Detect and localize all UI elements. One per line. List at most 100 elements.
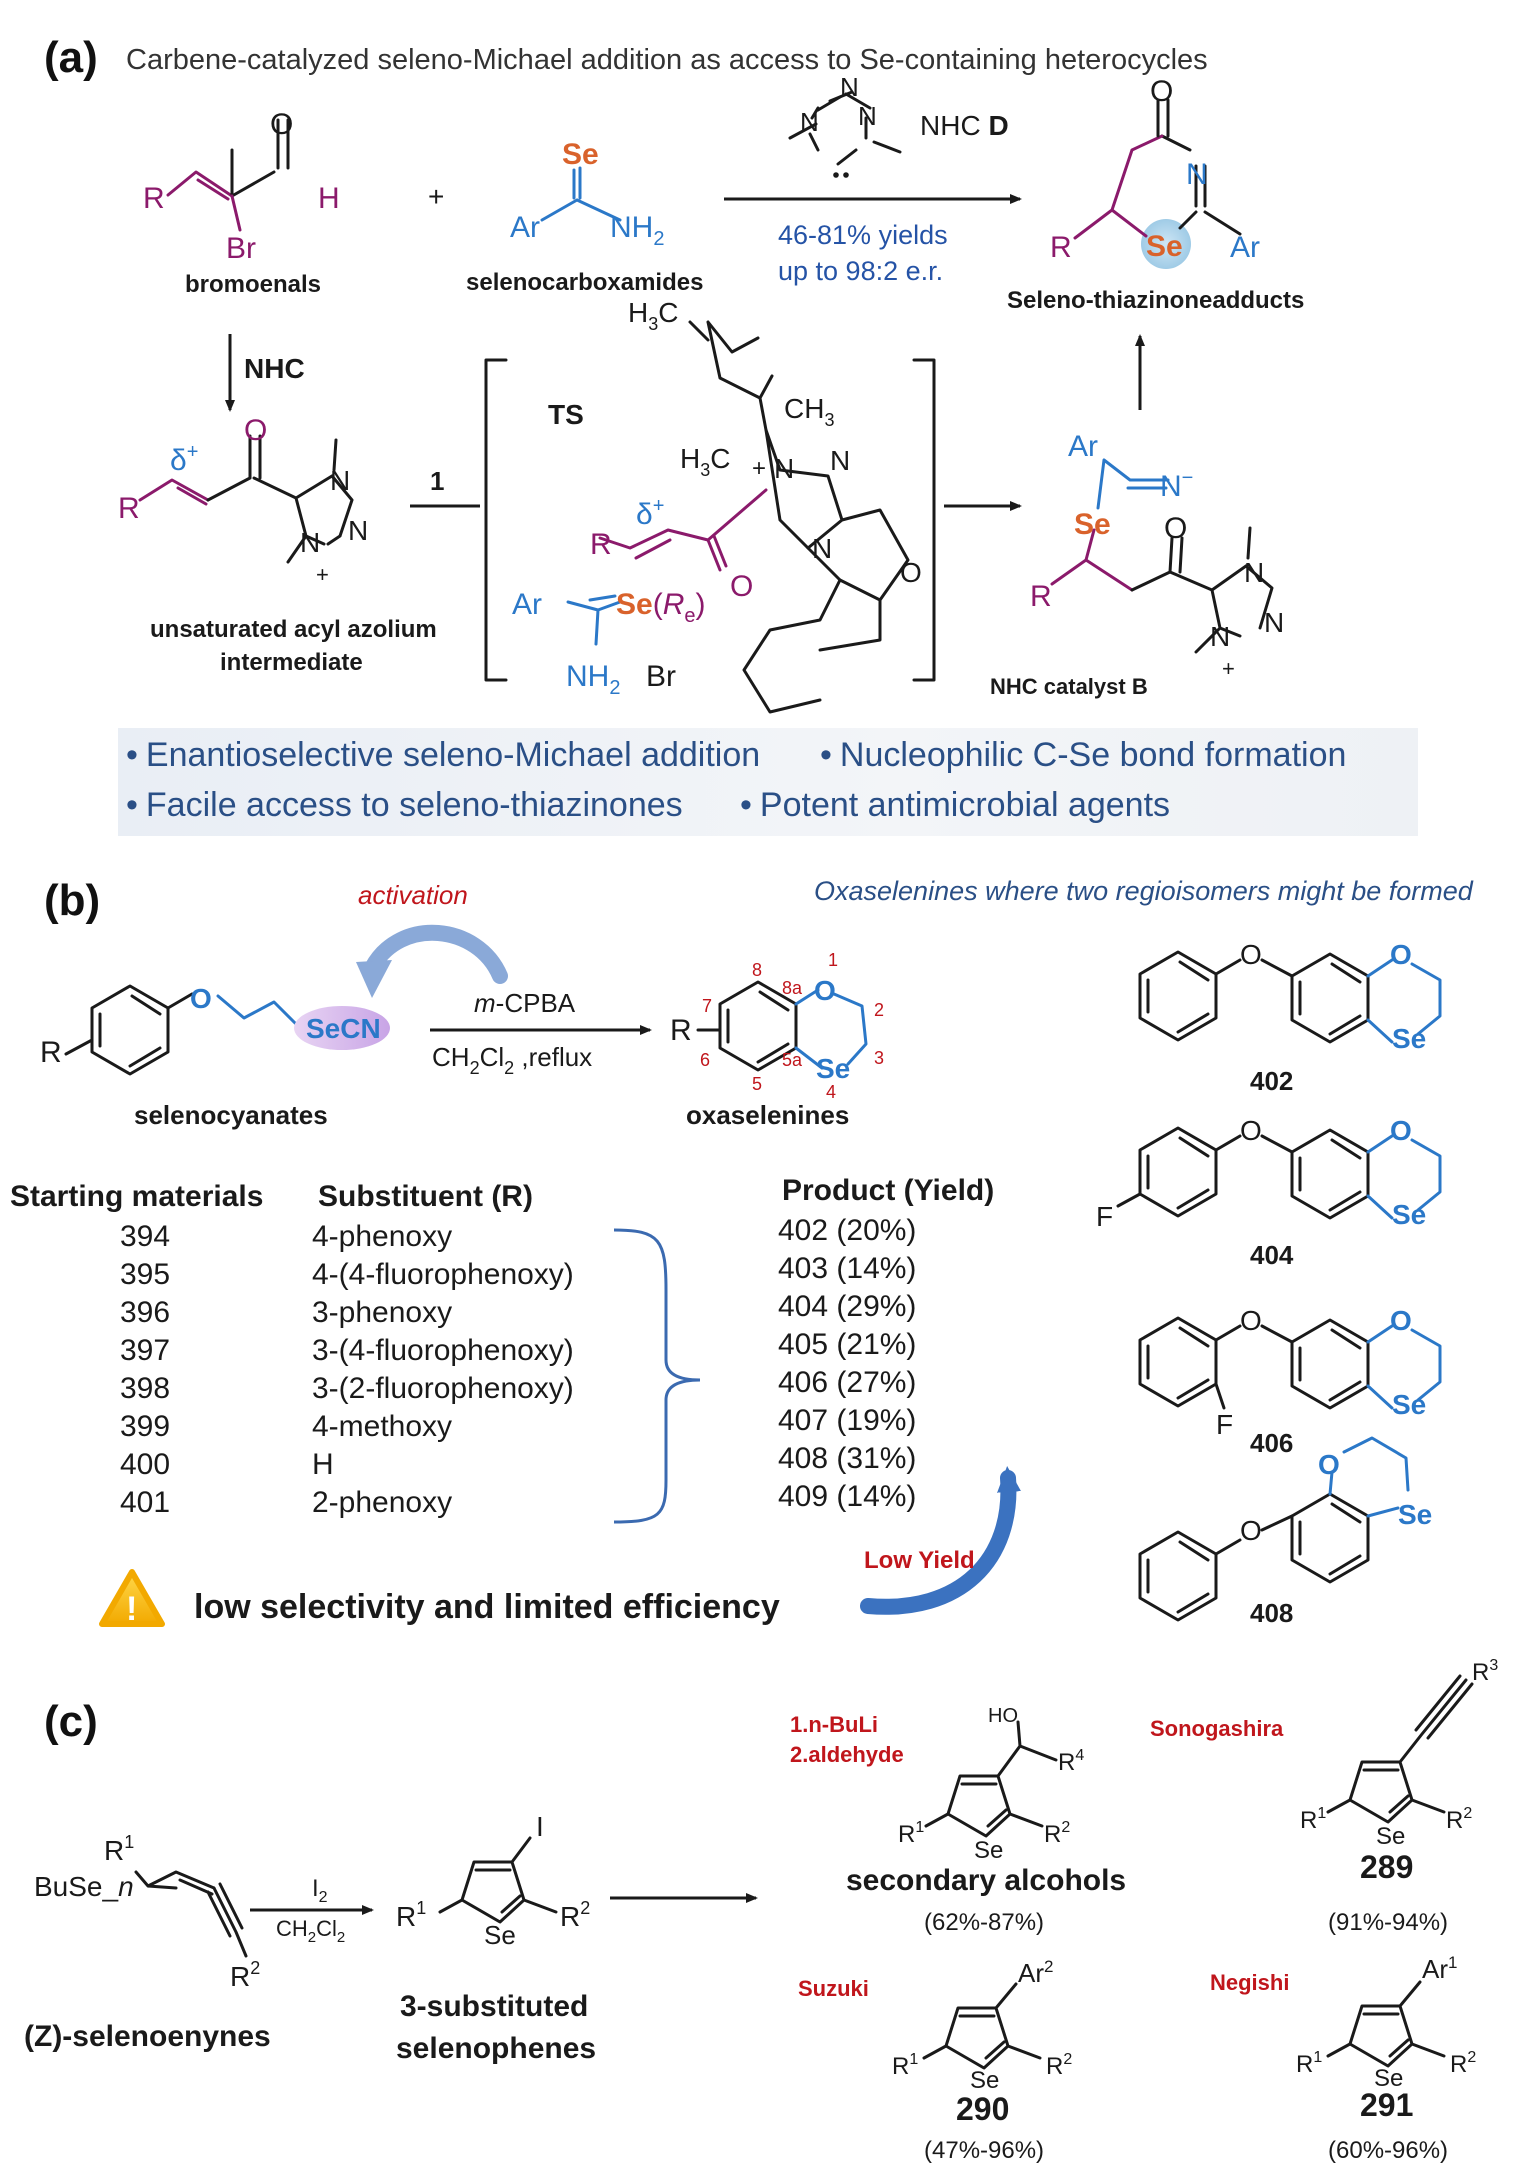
s402-se: Se [1392,1023,1426,1054]
secondary-alcohols-name: secondary alcohols [846,1864,1126,1897]
table-cell-substituent: 3-(4-fluorophenoxy) [312,1334,574,1367]
secondary-alcohols-yield: (62%-87%) [924,1909,1044,1936]
selenophenes-name-1: 3-substituted [400,1990,588,2023]
s406-se: Se [1392,1389,1426,1420]
selenoenynes-name: (Z)-selenoenynes [24,2020,271,2053]
azolium-n1: N [330,465,350,496]
ts-r-label: R [590,528,612,561]
table-cell-substituent: H [312,1448,334,1481]
table-cell-substituent: 4-(4-fluorophenoxy) [312,1258,574,1291]
oxaselenine-o: O [814,975,836,1006]
s402-o-ether: O [1240,939,1262,970]
alcohol-r2: R2 [1044,1819,1070,1848]
sonogashira-r1: R1 [1300,1805,1326,1834]
secondary-alcohol-structure: 1.n-BuLi 2.aldehyde HO R4 R1 Se R2 secon… [790,1705,1126,1936]
table-cell-substituent: 3-phenoxy [312,1296,452,1329]
negishi-291-structure: Negishi Ar1 R1 Se R2 291 (60%-96%) [1210,1953,1476,2164]
seleno-adduct-structure: Ar N− Se O R N N N + NHC catalyst B [990,430,1284,699]
selenocarboxamides-name: selenocarboxamides [466,269,703,296]
adduct-n1: N [1244,557,1264,588]
panel-c: (c) R1 BuSe_n R2 (Z)-selenoenynes I2 CH2… [24,1657,1498,2164]
ts-label: TS [548,399,584,430]
bromoenal-br-label: Br [226,232,256,265]
acyl-azolium-structure: δ+ R O N N N + unsaturated acyl azolium … [118,414,437,676]
suzuki-ar2: Ar2 [1018,1957,1053,1988]
table-cell-compound: 397 [120,1334,170,1367]
selenocarboxamide-nh2-label: NH2 [610,211,664,250]
negishi-se: Se [1374,2065,1403,2092]
table-cell-substituent: 3-(2-fluorophenoxy) [312,1372,574,1405]
table-header-starting: Starting materials [10,1180,263,1213]
suzuki-se: Se [970,2067,999,2094]
ts-delta: δ+ [636,495,664,531]
position-7: 7 [702,996,712,1016]
compound-289-id: 289 [1360,1849,1413,1885]
selenophene-se: Se [484,1920,516,1950]
azolium-delta: δ+ [170,441,198,477]
table-cell-product: 408 (31%) [778,1442,916,1475]
selenocyanates-name: selenocyanates [134,1100,328,1130]
negishi-r1: R1 [1296,2049,1322,2078]
highlight-bullet-2: •Nucleophilic C-Se bond formation [820,736,1346,774]
azolium-n2: N [348,515,368,546]
suzuki-r2: R2 [1046,2051,1072,2080]
thiazinone-se-label: Se [1146,230,1183,263]
alcohol-se: Se [974,1837,1003,1864]
s404-o-ring: O [1390,1115,1412,1146]
substrate-table: Starting materials Substituent (R) Produ… [10,1174,994,1519]
s406-id: 406 [1250,1428,1293,1458]
table-cell-compound: 401 [120,1486,170,1519]
negishi-r2: R2 [1450,2049,1476,2078]
nhc-d-n-right: N [858,101,877,131]
s404-id: 404 [1250,1240,1294,1270]
oxaselenine-se: Se [816,1053,850,1084]
iodine-label: I2 [312,1875,328,1906]
enyne-r2: R2 [230,1958,260,1992]
ts-n1: N [774,453,794,484]
position-4: 4 [826,1082,836,1102]
s402-id: 402 [1250,1066,1293,1096]
ts-n2: N [830,445,850,476]
warning-icon [99,1569,165,1627]
activation-label: activation [358,880,468,910]
position-3: 3 [874,1048,884,1068]
enyne-buse: BuSe_n [34,1871,134,1902]
adduct-o: O [1164,512,1187,545]
compound-290-id: 290 [956,2091,1009,2127]
ts-h3c-left: H3C [680,443,730,480]
adduct-ar: Ar [1068,430,1098,463]
highlight-bullet-4: •Potent antimicrobial agents [740,786,1170,824]
selenoenyne-structure: R1 BuSe_n R2 (Z)-selenoenynes [24,1832,271,2053]
panel-b: (b) activation Oxaselenines where two re… [10,876,1474,1628]
adduct-n: N− [1160,467,1193,503]
sonogashira-se: Se [1376,1823,1405,1850]
plus-sign: + [428,181,444,212]
adduct-n3: N [1210,621,1230,652]
selenophenes-name-2: selenophenes [396,2032,596,2065]
panel-a-label: (a) [44,33,98,82]
highlights-list: •Enantioselective seleno-Michael additio… [126,736,1346,824]
table-cell-compound: 400 [120,1448,170,1481]
azolium-name-1: unsaturated acyl azolium [150,616,437,643]
ts-se-re: Se(Re) [616,588,706,627]
solvent-label: CH2Cl2 ,reflux [432,1042,592,1078]
compound-291-id: 291 [1360,2087,1413,2123]
structure-404: F O O Se 404 [1096,1115,1442,1270]
conditions-er: up to 98:2 e.r. [778,256,943,286]
selenophene-r2: R2 [560,1898,590,1932]
oxaselenine-structure: R O Se 1 2 3 4 5 5a 6 7 8 8a oxaselenine… [670,950,884,1130]
panel-c-label: (c) [44,1697,98,1746]
highlight-bullet-1: •Enantioselective seleno-Michael additio… [126,736,760,774]
oxaselenines-name: oxaselenines [686,1100,849,1130]
thiazinone-n-label: N [1186,158,1208,191]
ts-ar-label: Ar [512,588,542,621]
s406-o-ring: O [1390,1305,1412,1336]
position-5a: 5a [782,1050,803,1070]
selenophene-i: I [536,1811,544,1842]
selenocyanate-o: O [190,983,212,1014]
sonogashira-r3: R3 [1472,1657,1498,1686]
table-header-substituent: Substituent (R) [318,1180,533,1213]
azolium-r-label: R [118,492,140,525]
sonogashira-label: Sonogashira [1150,1716,1284,1741]
